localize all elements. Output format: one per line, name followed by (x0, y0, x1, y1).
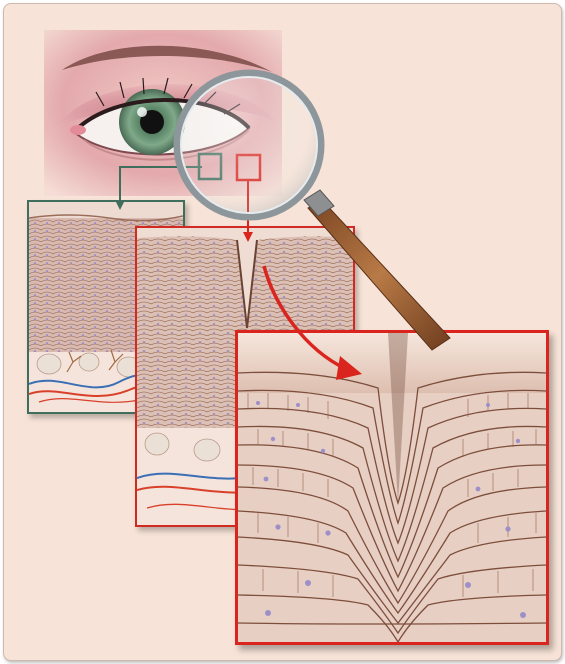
wrinkle-detail (235, 330, 549, 645)
eye-illustration (44, 30, 282, 196)
illustration-frame (3, 3, 562, 661)
